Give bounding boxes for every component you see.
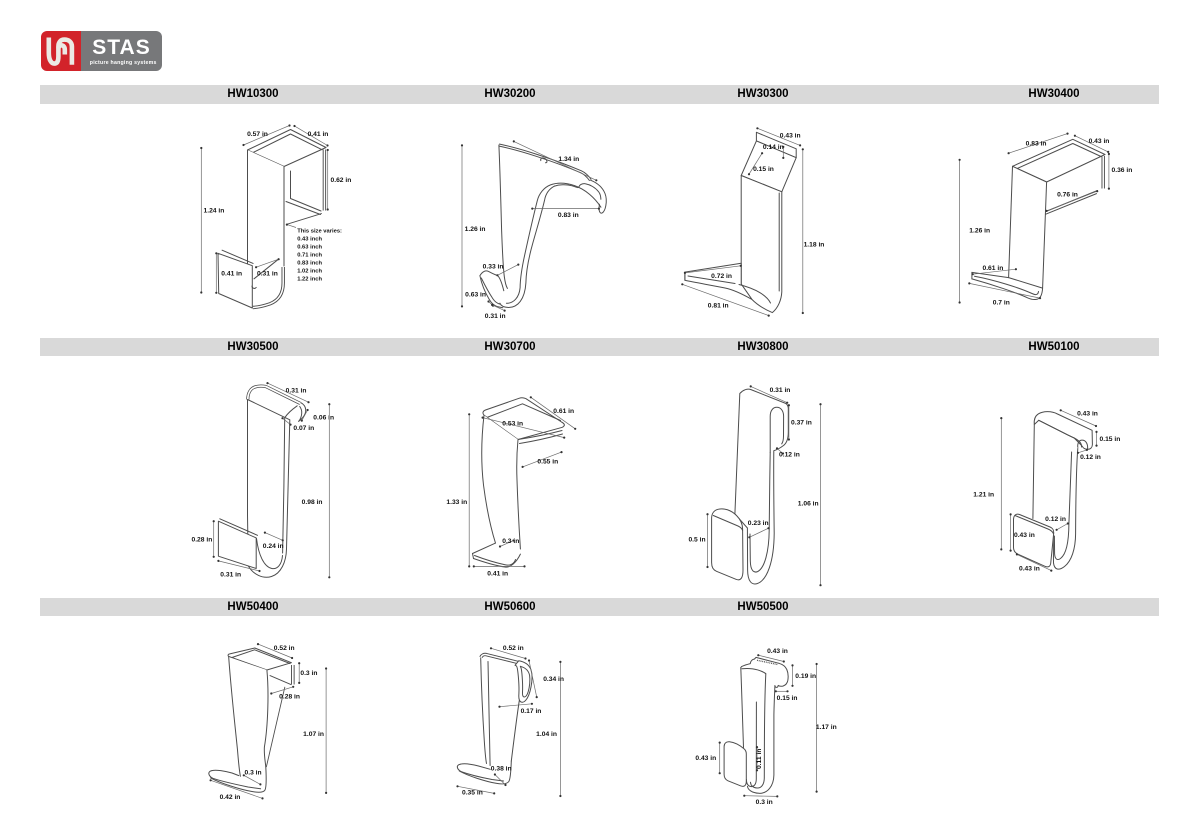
svg-text:0.98 in: 0.98 in [302,499,323,506]
svg-text:0.71 inch: 0.71 inch [297,253,322,259]
svg-text:0.41 in: 0.41 in [308,131,329,138]
svg-text:0.53 in: 0.53 in [502,421,523,428]
svg-text:0.35 in: 0.35 in [462,789,483,796]
svg-text:1.17 in: 1.17 in [816,724,837,731]
svg-text:0.19 in: 0.19 in [795,673,816,680]
svg-text:1.34 in: 1.34 in [558,156,579,163]
svg-text:0.42 in: 0.42 in [220,794,241,801]
svg-text:0.15 in: 0.15 in [1100,436,1121,443]
svg-text:1.07 in: 1.07 in [303,731,324,738]
svg-text:0.3 in: 0.3 in [245,769,262,776]
svg-text:0.24 in: 0.24 in [263,543,284,550]
svg-text:0.33 in: 0.33 in [483,264,504,271]
svg-text:0.15 in: 0.15 in [753,166,774,173]
svg-text:1.02 inch: 1.02 inch [297,269,322,275]
svg-text:1.21 in: 1.21 in [973,491,994,498]
svg-text:0.76 in: 0.76 in [1057,192,1078,199]
svg-text:1.06 in: 1.06 in [798,500,819,507]
svg-text:0.43 in: 0.43 in [767,648,788,655]
svg-text:0.31 in: 0.31 in [485,313,506,320]
svg-text:0.43 inch: 0.43 inch [297,236,322,242]
svg-text:0.61 in: 0.61 in [982,265,1003,272]
svg-text:0.15 in: 0.15 in [777,695,798,702]
svg-text:0.83 in: 0.83 in [558,212,579,219]
svg-text:0.57 in: 0.57 in [247,131,268,138]
svg-text:1.26 in: 1.26 in [969,228,990,235]
svg-text:1.22 inch: 1.22 inch [297,277,322,283]
svg-text:0.43 in: 0.43 in [1014,532,1035,539]
svg-text:0.43 in: 0.43 in [1089,138,1110,145]
svg-text:0.5 in: 0.5 in [688,537,705,544]
svg-text:0.17 in: 0.17 in [521,708,542,715]
svg-text:0.52 in: 0.52 in [503,645,524,652]
svg-text:0.31 in: 0.31 in [770,387,791,394]
svg-text:1.33 in: 1.33 in [446,499,467,506]
svg-text:0.43 in: 0.43 in [695,755,716,762]
svg-text:0.52 in: 0.52 in [274,645,295,652]
svg-text:0.3 in: 0.3 in [300,670,317,677]
svg-text:0.23 in: 0.23 in [748,520,769,527]
svg-text:0.43 in: 0.43 in [1019,566,1040,573]
svg-text:0.62 in: 0.62 in [331,177,352,184]
svg-text:0.12 in: 0.12 in [1045,516,1066,523]
svg-text:0.43 in: 0.43 in [1077,411,1098,418]
svg-text:0.31 in: 0.31 in [286,387,307,394]
svg-text:0.63 in: 0.63 in [465,291,486,298]
svg-text:0.12 in: 0.12 in [1080,454,1101,461]
svg-text:0.83 in: 0.83 in [1026,140,1047,147]
svg-text:0.31 in: 0.31 in [220,572,241,579]
svg-text:0.12 in: 0.12 in [779,451,800,458]
svg-text:0.3 in: 0.3 in [756,799,773,806]
svg-text:0.11 in: 0.11 in [756,749,763,769]
svg-text:1.18 in: 1.18 in [804,242,825,249]
svg-text:0.3 in: 0.3 in [502,538,519,545]
svg-text:0.36 in: 0.36 in [1112,167,1133,174]
svg-text:0.81 in: 0.81 in [708,303,729,310]
svg-text:0.41 in: 0.41 in [487,570,508,577]
svg-text:This size varies:: This size varies: [297,228,342,234]
svg-text:0.41 in: 0.41 in [221,271,242,278]
svg-text:1.04 in: 1.04 in [536,731,557,738]
svg-text:0.14 in: 0.14 in [763,144,784,151]
svg-text:0.72 in: 0.72 in [711,273,732,280]
svg-text:0.63 inch: 0.63 inch [297,244,322,250]
svg-text:1.24 in: 1.24 in [204,208,225,215]
svg-text:0.7 in: 0.7 in [993,300,1010,307]
svg-text:0.55 in: 0.55 in [537,459,558,466]
svg-text:0.07 in: 0.07 in [293,425,314,432]
svg-text:0.28 in: 0.28 in [279,693,300,700]
svg-text:0.83 inch: 0.83 inch [297,261,322,267]
svg-text:0.06 in: 0.06 in [313,415,334,422]
svg-text:0.34 in: 0.34 in [543,676,564,683]
svg-text:0.31 in: 0.31 in [257,270,278,277]
svg-text:0.43 in: 0.43 in [780,133,801,140]
svg-text:0.38 in: 0.38 in [491,766,512,773]
svg-text:0.37 in: 0.37 in [791,420,812,427]
svg-text:1.26 in: 1.26 in [465,226,486,233]
svg-text:0.28 in: 0.28 in [191,537,212,544]
svg-text:0.61 in: 0.61 in [553,408,574,415]
